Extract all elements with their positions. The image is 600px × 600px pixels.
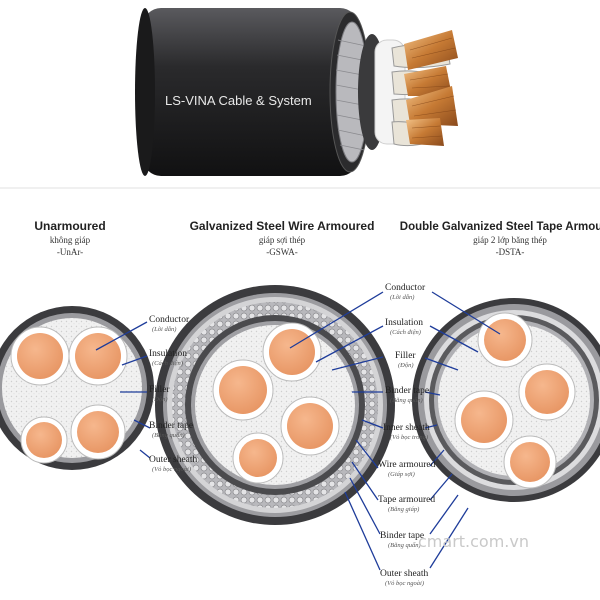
leader-line	[121, 355, 148, 366]
core-conductor	[269, 329, 315, 375]
label-outer-sheath: Outer sheath	[149, 455, 198, 465]
core-conductor	[77, 411, 119, 453]
cable-illustration: LS-VINA Cable & System	[135, 8, 458, 176]
label-insulation: Insulation	[149, 349, 187, 359]
leader-line	[429, 325, 479, 353]
leader-line	[95, 321, 148, 351]
section-title: Unarmoured	[34, 219, 105, 233]
section-subtitle: giáp 2 lớp băng thép	[473, 235, 547, 245]
core-conductor	[219, 366, 267, 414]
core-conductor	[17, 333, 63, 379]
label-binder-tape-outer-vi: (Băng quấn)	[388, 542, 421, 549]
label-outer-sheath-vi: (Vỏ bọc ngoài)	[385, 580, 424, 587]
section-subtitle: không giáp	[50, 235, 91, 245]
label-outer-sheath: Outer sheath	[380, 569, 429, 579]
labels-unarmoured: Conductor (Lõi dẫn) Insulation (Cách điệ…	[149, 315, 198, 473]
label-wire-armoured-vi: (Giáp sợi)	[388, 471, 415, 478]
labels-gswa: Conductor (Lõi dẫn) Insulation (Cách điệ…	[378, 283, 436, 587]
leader-line	[429, 507, 469, 569]
leader-lines	[95, 291, 501, 571]
label-insulation: Insulation	[385, 318, 423, 328]
leader-line	[361, 419, 384, 429]
cable-conductors	[391, 30, 458, 147]
core-conductor	[461, 397, 507, 443]
leader-line	[429, 494, 459, 535]
label-inner-sheath: Inner sheath	[383, 423, 430, 433]
core-conductor	[510, 442, 550, 482]
core-conductor	[287, 403, 333, 449]
leader-line	[344, 491, 381, 571]
cross-section-gswa	[155, 285, 395, 525]
header-dsta: Double Galvanized Steel Tape Armoured gi…	[400, 221, 600, 257]
header-unarmoured: Unarmoured không giáp -UnAr-	[34, 219, 105, 257]
label-tape-armoured: Tape armoured	[378, 495, 435, 505]
label-binder-tape: Binder tape	[149, 421, 193, 431]
leader-line	[289, 291, 384, 349]
leader-line	[133, 419, 151, 429]
cable-jacket-end	[135, 8, 155, 176]
label-filler: Filler	[149, 385, 170, 395]
label-insulation-vi: (Cách điện)	[390, 329, 421, 336]
section-subtitle: giáp sợi thép	[259, 235, 306, 245]
label-binder-tape-outer: Binder tape	[380, 531, 424, 541]
cross-section-unarmoured	[0, 306, 154, 470]
label-outer-sheath-vi: (Vỏ bọc ngoài)	[152, 466, 191, 473]
core-conductor	[525, 370, 569, 414]
label-conductor-vi: (Lõi dẫn)	[390, 294, 414, 301]
label-filler-vi: (Độn)	[152, 396, 168, 403]
cable-brand-text: LS-VINA Cable & System	[165, 93, 312, 108]
leader-line	[139, 449, 151, 459]
core-conductor	[26, 422, 62, 458]
label-binder-tape-vi: (Băng quấn)	[390, 397, 423, 404]
label-insulation-vi: (Cách điện)	[152, 360, 183, 367]
core-conductor	[484, 319, 526, 361]
label-wire-armoured: Wire armoured	[378, 460, 436, 470]
label-conductor: Conductor	[385, 283, 426, 293]
label-binder-tape-vi: (Băng quấn)	[152, 432, 185, 439]
label-filler: Filler	[395, 351, 416, 361]
header-gswa: Galvanized Steel Wire Armoured giáp sợi …	[190, 219, 375, 257]
leader-line	[429, 449, 445, 467]
cable-outer-jacket	[143, 8, 358, 176]
leader-line	[351, 461, 379, 501]
label-filler-vi: (Độn)	[398, 362, 414, 369]
section-code: -DSTA-	[496, 247, 525, 257]
watermark-text: cmart.com.vn	[418, 532, 529, 551]
leader-line	[431, 291, 501, 335]
leader-line	[429, 473, 453, 501]
leader-line	[349, 477, 381, 535]
label-conductor-vi: (Lõi dẫn)	[152, 326, 176, 333]
label-inner-sheath-vi: (Vỏ bọc trong)	[390, 434, 428, 441]
leader-line	[315, 325, 384, 363]
label-conductor: Conductor	[149, 315, 190, 325]
leader-line	[355, 439, 379, 469]
leader-line	[331, 356, 384, 371]
core-conductor	[75, 333, 121, 379]
cross-section-dsta	[412, 298, 600, 502]
section-code: -GSWA-	[266, 247, 298, 257]
leader-line	[424, 391, 441, 396]
leader-line	[424, 424, 438, 429]
section-code: -UnAr-	[57, 247, 83, 257]
label-binder-tape: Binder tape	[385, 386, 429, 396]
section-title: Galvanized Steel Wire Armoured	[190, 219, 375, 233]
label-tape-armoured-vi: (Băng giáp)	[388, 506, 419, 513]
core-conductor	[239, 439, 277, 477]
leader-line	[424, 357, 459, 371]
section-title: Double Galvanized Steel Tape Armoured	[400, 221, 600, 233]
